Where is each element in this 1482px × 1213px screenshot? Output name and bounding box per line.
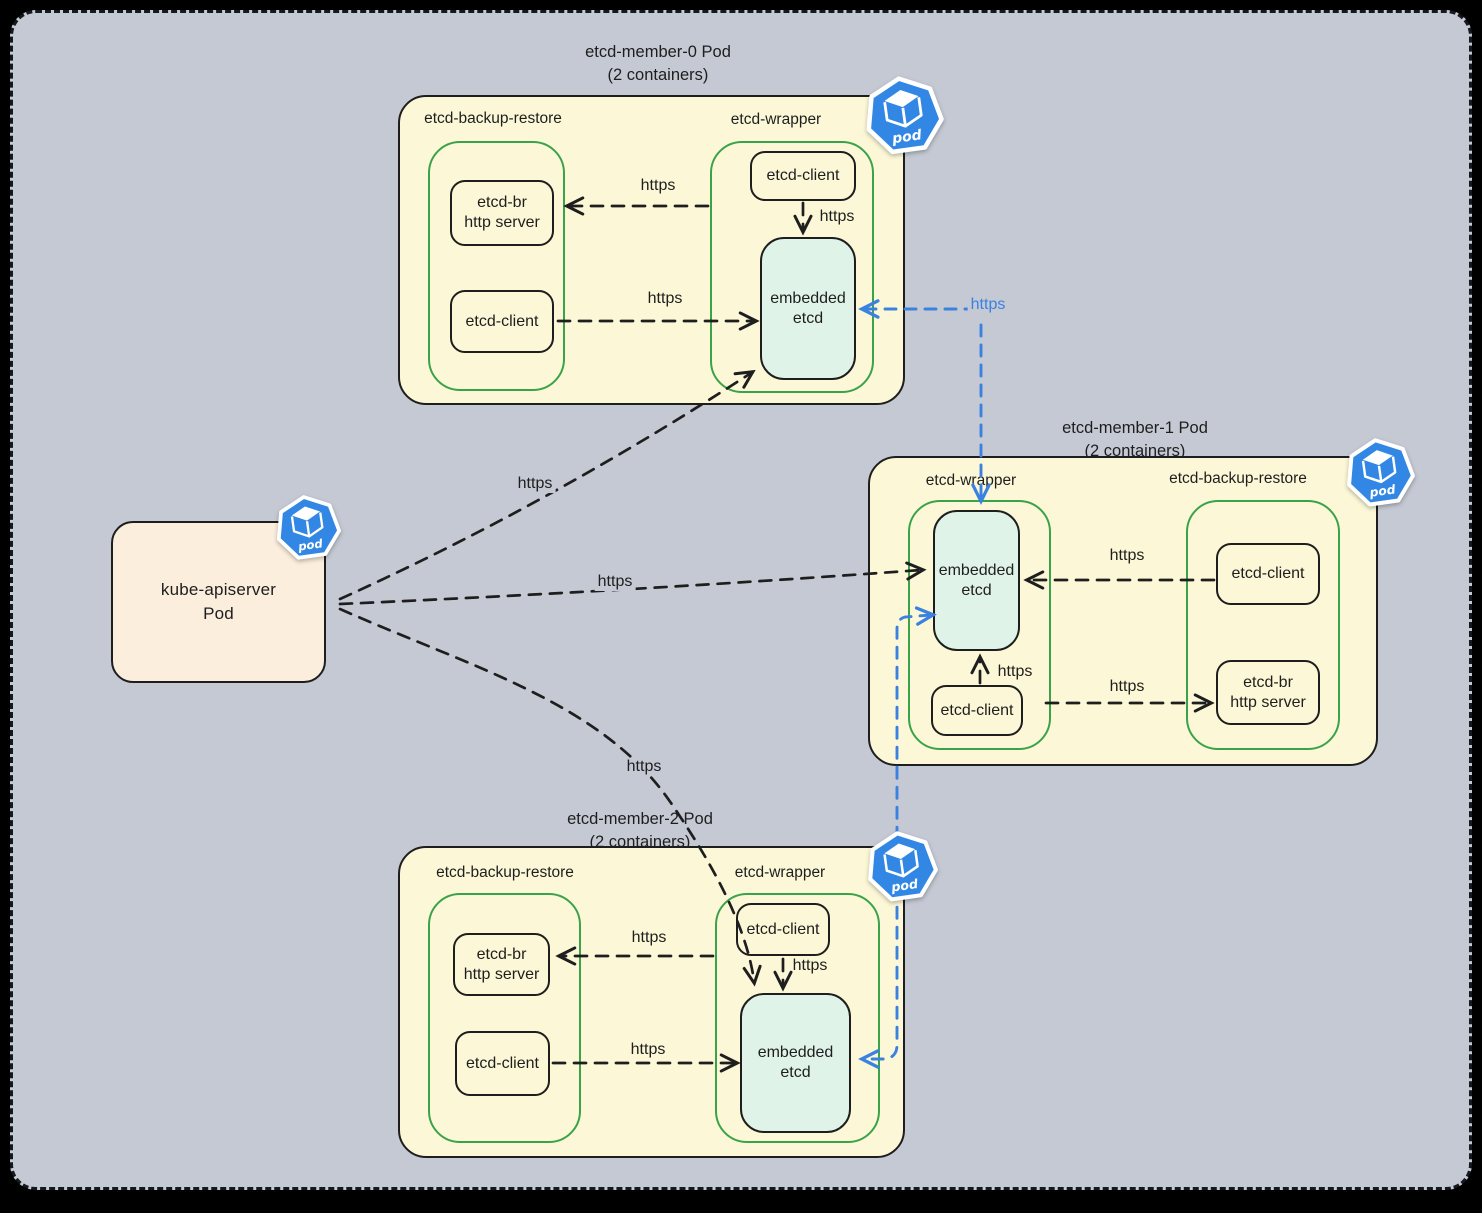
pod-icon-kube: pod <box>274 494 342 562</box>
node-etcd-br-http-server-m1: etcd-br http server <box>1216 660 1320 725</box>
container-backup-restore-m0 <box>428 141 565 391</box>
container-label-backup-restore-m0: etcd-backup-restore <box>424 110 562 127</box>
pod-icon-text: pod <box>890 127 923 147</box>
kube-apiserver-pod-label: Pod <box>203 604 234 623</box>
node-etcd-br-http-server-m0: etcd-br http server <box>450 180 554 246</box>
pod-title-etcd-member-1: etcd-member-1 Pod (2 containers) <box>1062 417 1208 463</box>
https-label-m0-top: https <box>640 177 676 194</box>
node-etcd-client-wrapper-m0: etcd-client <box>750 151 856 201</box>
https-label-m0-vertical: https <box>819 208 855 225</box>
node-text: etcd <box>780 1064 811 1081</box>
node-text: http server <box>464 214 540 231</box>
node-etcd-client-br-m0: etcd-client <box>450 290 554 353</box>
pod-icon-text: pod <box>296 536 324 554</box>
container-label-wrapper-m0: etcd-wrapper <box>730 111 822 128</box>
https-label-kube-m2: https <box>623 758 665 776</box>
node-text: etcd-client <box>465 312 539 330</box>
https-label-m1-vertical: https <box>997 663 1033 680</box>
diagram-canvas: etcd-member-0 Pod (2 containers) etcd-ba… <box>10 10 1472 1190</box>
node-text: etcd-client <box>1231 565 1305 582</box>
https-label-kube-m0: https <box>514 475 556 493</box>
https-label-m2-top: https <box>631 929 667 946</box>
pod-subtitle-line: (2 containers) <box>1084 441 1186 460</box>
node-text: embedded <box>938 561 1015 579</box>
node-text: embedded <box>757 1044 834 1061</box>
node-text: http server <box>463 965 540 983</box>
node-text: etcd-br <box>1243 673 1293 691</box>
container-label-wrapper-m2: etcd-wrapper <box>734 864 826 881</box>
node-text: etcd-client <box>746 920 820 938</box>
node-text: etcd <box>961 581 992 599</box>
pod-title-etcd-member-0: etcd-member-0 Pod (2 containers) <box>585 41 731 87</box>
https-label-m1-bottom: https <box>1109 678 1145 695</box>
container-wrapper-m0 <box>710 141 874 393</box>
node-text: etcd-br <box>477 194 527 211</box>
https-label-m2-vertical: https <box>792 957 828 974</box>
node-text: http server <box>1230 693 1306 711</box>
kube-apiserver-label: kube-apiserver <box>160 580 277 599</box>
pod-icon-text: pod <box>1368 482 1397 500</box>
node-etcd-client-wrapper-m2: etcd-client <box>736 903 830 956</box>
container-label-wrapper-m1: etcd-wrapper <box>925 472 1017 489</box>
container-label-backup-restore-m1: etcd-backup-restore <box>1169 470 1307 487</box>
pod-title-line: etcd-member-0 Pod <box>585 43 731 61</box>
https-label-kube-m1: https <box>594 573 636 591</box>
node-etcd-client-wrapper-m1: etcd-client <box>931 685 1023 736</box>
node-text: etcd-client <box>940 701 1014 719</box>
node-etcd-br-http-server-m2: etcd-br http server <box>453 933 550 996</box>
node-text: etcd-client <box>466 1054 539 1072</box>
pod-title-line: etcd-member-1 Pod <box>1062 419 1208 437</box>
node-text: etcd-br <box>476 945 527 963</box>
container-backup-restore-m1 <box>1186 500 1340 750</box>
node-text: embedded <box>770 289 846 307</box>
https-label-m2-bottom: https <box>630 1041 666 1058</box>
pod-icon-m0: pod <box>863 75 945 157</box>
pod-icon-text: pod <box>889 876 919 895</box>
https-label-m1-top: https <box>1109 547 1145 564</box>
https-label-m0-bottom: https <box>647 290 683 307</box>
https-label-peer-blue: https <box>967 296 1009 314</box>
node-text: etcd-client <box>766 167 840 184</box>
pod-icon-m1: pod <box>1344 437 1416 509</box>
container-backup-restore-m2 <box>428 893 581 1143</box>
node-embedded-etcd-m2: embedded etcd <box>740 993 851 1133</box>
container-label-backup-restore-m2: etcd-backup-restore <box>436 864 574 881</box>
node-embedded-etcd-m1: embedded etcd <box>933 510 1020 651</box>
pod-icon-m2: pod <box>865 830 939 904</box>
node-etcd-client-br-m1: etcd-client <box>1216 543 1320 605</box>
node-etcd-client-br-m2: etcd-client <box>455 1031 550 1096</box>
pod-title-line: etcd-member-2 Pod <box>567 810 713 828</box>
pod-subtitle-line: (2 containers) <box>607 65 709 84</box>
node-text: etcd <box>792 309 824 327</box>
node-embedded-etcd-m0: embedded etcd <box>760 237 856 380</box>
